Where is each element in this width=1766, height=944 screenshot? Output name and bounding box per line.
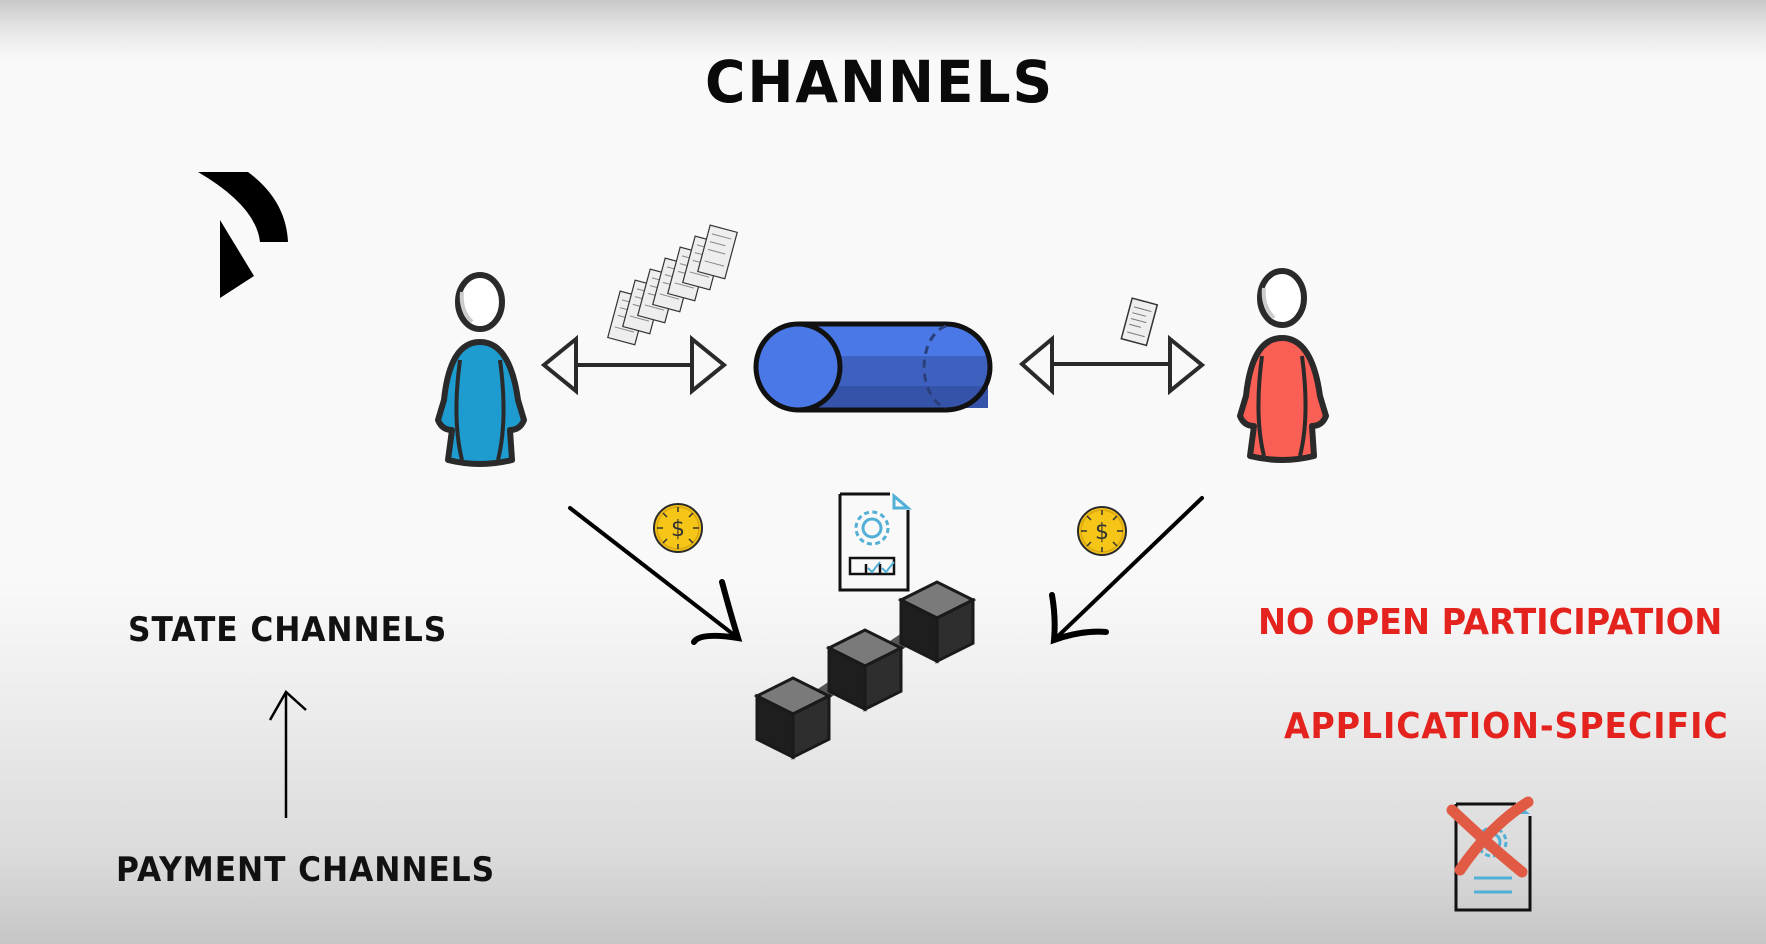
left-double-arrow-icon[interactable] bbox=[540, 334, 730, 396]
block-cube bbox=[753, 676, 833, 760]
up-arrow-icon bbox=[268, 690, 307, 818]
smart-contract-document-icon bbox=[838, 492, 913, 592]
right-double-arrow-icon[interactable] bbox=[1018, 334, 1208, 397]
document-page bbox=[697, 224, 738, 280]
right-diagonal-arrow-icon bbox=[1049, 496, 1204, 645]
no-open-participation-label: NO OPEN PARTICIPATION bbox=[1258, 602, 1723, 643]
right-person-icon bbox=[1237, 268, 1329, 463]
coin-dollar-icon: $ bbox=[653, 503, 703, 553]
block-cube bbox=[825, 628, 905, 712]
left-person-icon bbox=[435, 272, 527, 467]
left-diagonal-arrow-icon bbox=[568, 506, 743, 645]
coin-dollar-icon: $ bbox=[1077, 506, 1127, 556]
state-channels-label: STATE CHANNELS bbox=[128, 610, 448, 650]
svg-text:$: $ bbox=[1095, 520, 1109, 545]
application-specific-label: APPLICATION-SPECIFIC bbox=[1284, 706, 1729, 747]
document-icon bbox=[1120, 297, 1159, 347]
block-cube bbox=[897, 580, 977, 664]
svg-text:$: $ bbox=[671, 517, 685, 542]
brand-logo-icon bbox=[198, 172, 288, 298]
crossed-out-smart-contract-icon bbox=[1446, 796, 1534, 912]
payment-channels-label: PAYMENT CHANNELS bbox=[116, 850, 496, 890]
document-stack-icon bbox=[607, 224, 738, 346]
channel-cylinder-icon[interactable] bbox=[750, 320, 994, 414]
slide-title: CHANNELS bbox=[705, 48, 1055, 116]
blockchain-blocks-icon bbox=[753, 580, 977, 760]
